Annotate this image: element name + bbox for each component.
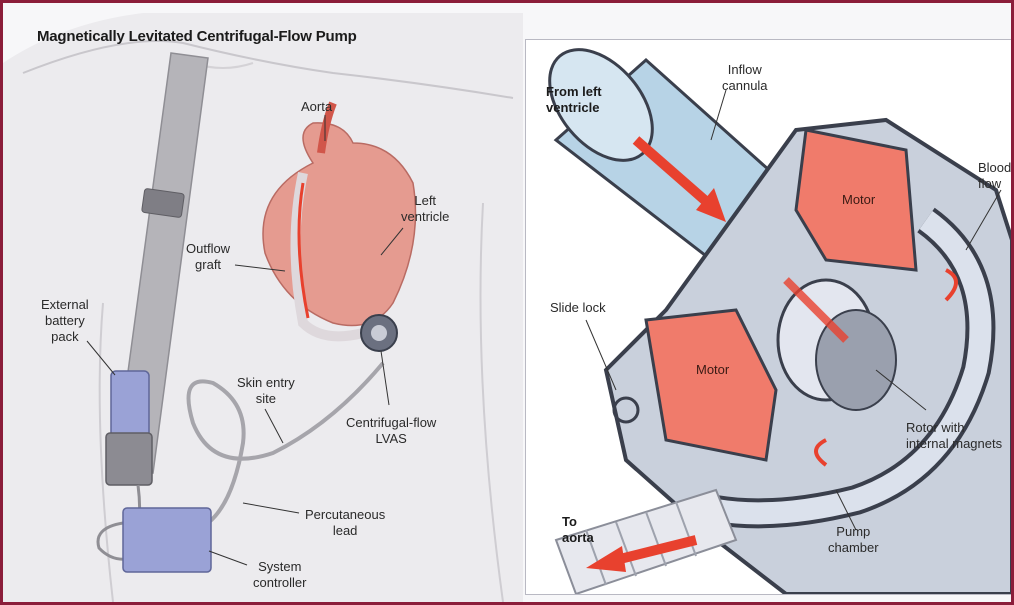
pump-cutaway-panel: From left ventricle Inflow cannula Blood…	[525, 39, 1013, 595]
label-centrifugal-lvas: Centrifugal-flow LVAS	[346, 415, 436, 447]
label-outflow-graft: Outflow graft	[186, 241, 230, 273]
strap-buckle	[142, 188, 185, 217]
label-to-aorta: To aorta	[562, 514, 594, 546]
label-slide-lock: Slide lock	[550, 300, 606, 316]
label-pump-chamber: Pump chamber	[828, 524, 879, 556]
label-aorta: Aorta	[301, 99, 332, 115]
label-motor-top: Motor	[842, 192, 875, 207]
label-inflow-cannula: Inflow cannula	[722, 62, 768, 94]
pump-cutaway-drawing	[526, 40, 1012, 594]
label-percutaneous-lead: Percutaneous lead	[305, 507, 385, 539]
label-left-ventricle: Left ventricle	[401, 193, 449, 225]
label-blood-flow: Blood flow	[978, 160, 1011, 192]
label-skin-entry: Skin entry site	[237, 375, 295, 407]
label-motor-bottom: Motor	[696, 362, 729, 377]
figure-title: Magnetically Levitated Centrifugal-Flow …	[37, 28, 357, 45]
label-external-battery: External battery pack	[41, 297, 89, 345]
system-controller-box	[123, 508, 211, 572]
battery-pack	[111, 371, 149, 437]
label-rotor: Rotor with internal magnets	[906, 420, 1002, 452]
label-from-left-ventricle: From left ventricle	[546, 84, 602, 116]
label-system-controller: System controller	[253, 559, 306, 591]
